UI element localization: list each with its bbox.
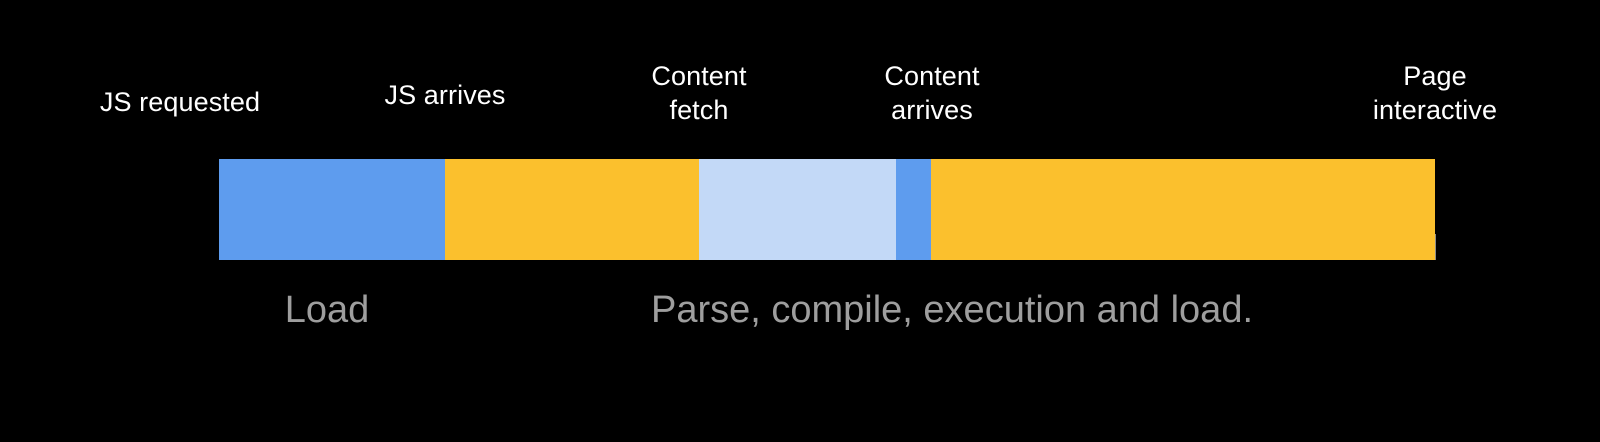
segment-content-download xyxy=(896,159,931,260)
segment-post-content-work xyxy=(931,159,1435,260)
marker-label-content-fetch: Content fetch xyxy=(651,61,747,125)
timeline-bar xyxy=(219,159,1435,260)
segment-content-fetch-wait xyxy=(699,159,896,260)
tick-page-interactive xyxy=(1435,234,1436,260)
marker-label-page-interactive: Page interactive xyxy=(1372,61,1498,125)
caption-parse-compile: Parse, compile, execution and load. xyxy=(650,289,1254,331)
caption-load: Load xyxy=(284,289,370,331)
segment-parse-compile-exec xyxy=(445,159,699,260)
marker-label-js-arrives: JS arrives xyxy=(384,80,506,110)
marker-label-content-arrives: Content arrives xyxy=(884,61,980,125)
marker-label-js-requested: JS requested xyxy=(99,87,261,117)
segment-load-network xyxy=(219,159,445,260)
